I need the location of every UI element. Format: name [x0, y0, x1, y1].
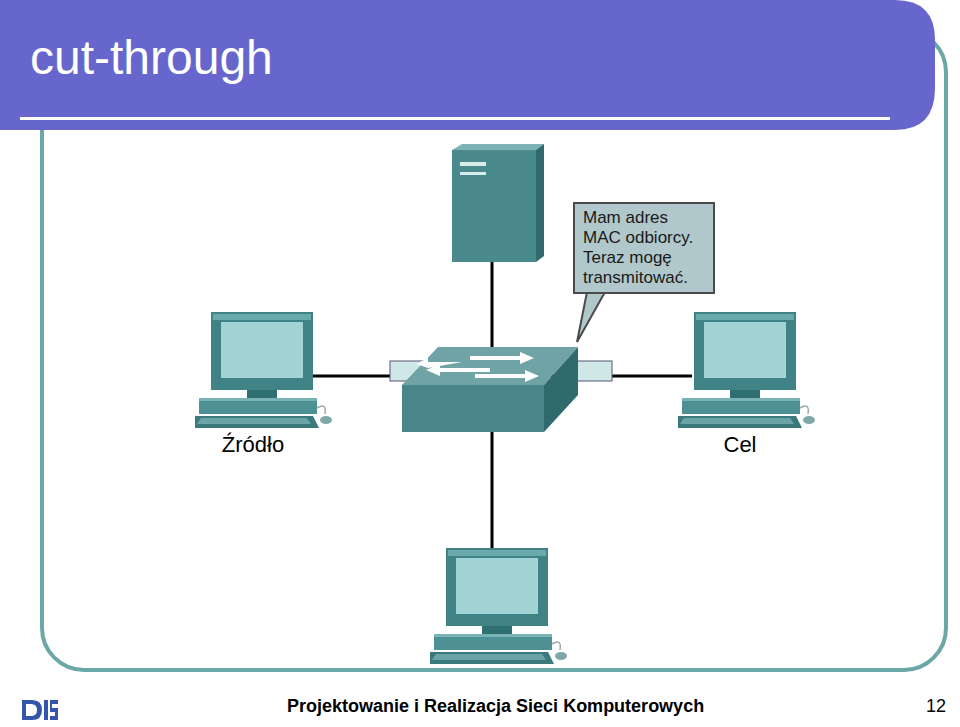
switch-icon — [402, 347, 578, 432]
node-label: Źródło — [222, 432, 284, 458]
callout-text: Mam adres MAC odbiorcy. Teraz mogę trans… — [583, 208, 705, 288]
callout-pointer — [577, 292, 605, 342]
computer-label: Źródło — [222, 432, 284, 458]
title-bar — [0, 0, 935, 130]
port — [576, 361, 612, 381]
node-label: Cel — [723, 432, 756, 458]
title-rule — [20, 117, 890, 120]
computer-label: Cel — [723, 432, 756, 458]
page-number: 12 — [926, 696, 946, 717]
callout-box: Mam adres MAC odbiorcy. Teraz mogę trans… — [573, 202, 715, 294]
computer-icon — [191, 312, 332, 428]
logo — [22, 700, 58, 720]
slide-title: cut-through — [30, 30, 273, 86]
footer-text: Projektowanie i Realizacja Sieci Kompute… — [287, 696, 704, 717]
computer-icon — [674, 312, 815, 428]
computer-icon — [426, 548, 567, 664]
server-icon — [452, 144, 544, 262]
